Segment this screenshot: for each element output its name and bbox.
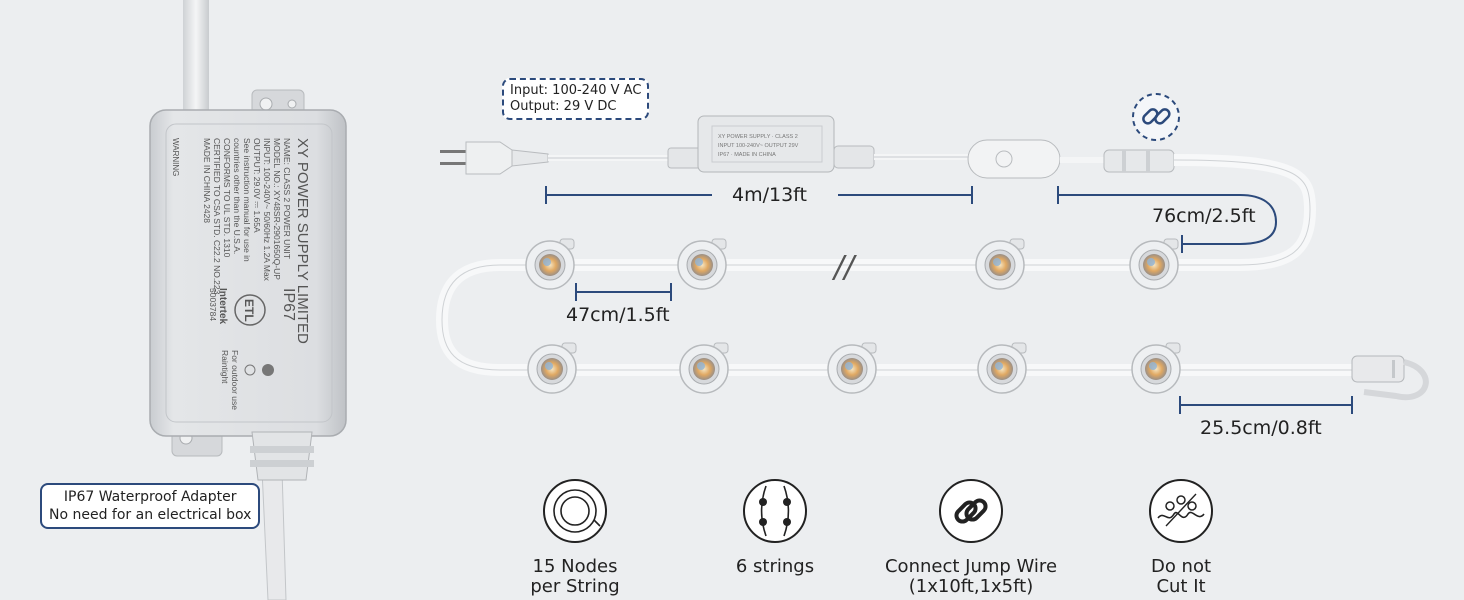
spec-output: Output: 29 V DC (510, 99, 617, 114)
bulb-node (977, 342, 1027, 394)
adapter-body (149, 109, 347, 437)
svg-text:XY POWER SUPPLY · CLASS 2: XY POWER SUPPLY · CLASS 2 (718, 134, 798, 140)
recycle-mark-icon (244, 364, 256, 376)
dim-cord-line (545, 186, 973, 204)
link-icon (939, 479, 1003, 543)
spec-note: Input: 100-240 V AC Output: 29 V DC (502, 78, 650, 120)
dim-lead-label: 76cm/2.5ft (1152, 205, 1256, 227)
adapter-name-line: NAME: CLASS 2 POWER UNIT (282, 138, 292, 259)
bulb-node (1129, 238, 1179, 290)
power-plug (440, 141, 549, 175)
adapter-conforms-line: CONFORMS TO UL STD. 1310 (222, 138, 232, 258)
adapter-see-line: See instruction manual for use in (242, 138, 252, 262)
adapter-made-line: MADE IN CHINA 2428 (202, 138, 212, 223)
adapter-cert-name: Intertek (217, 288, 228, 325)
adapter-brand: XY POWER SUPPLY LIMITED (294, 138, 311, 344)
bulb-node (1131, 342, 1181, 394)
bulb-node (527, 342, 577, 394)
waterproof-note: IP67 Waterproof Adapter No need for an e… (40, 483, 261, 529)
feature-jump-wire-line2: (1x10ft,1x5ft) (908, 576, 1034, 597)
feature-nodes: 15 Nodes per String (500, 478, 650, 597)
svg-text:ETL: ETL (242, 299, 256, 322)
adapter-cable-top (183, 0, 209, 118)
bulb-node (677, 238, 727, 290)
feature-no-cut-line2: Cut It (1156, 576, 1206, 597)
dimension-lines (545, 186, 1353, 414)
svg-text:IP67 · MADE IN CHINA: IP67 · MADE IN CHINA (718, 152, 776, 158)
dim-tail-line (1179, 396, 1353, 414)
vi-mark-icon (262, 364, 274, 376)
adapter-countries-line: countries other than the U.S.A. (232, 138, 242, 254)
no-cut-icon (1149, 479, 1213, 543)
feature-nodes-line1: 15 Nodes (532, 556, 618, 577)
extension-connector (1103, 149, 1175, 173)
dim-lead-line (1057, 186, 1278, 253)
adapter-connector (250, 431, 314, 481)
bulb-node (679, 342, 729, 394)
svg-text:INPUT 100-240V~ OUTPUT 29V: INPUT 100-240V~ OUTPUT 29V (718, 143, 799, 149)
feature-nodes-line2: per String (530, 576, 620, 597)
dim-spacing-label: 47cm/1.5ft (566, 304, 670, 326)
adapter-rating: IP67 (280, 288, 297, 321)
adapter-input-line: INPUT: 100-240V~ 50/60Hz 1.2A Max (262, 138, 272, 282)
adapter-cert-no: 5003784 (208, 288, 218, 321)
adapter-warning: WARNING (171, 138, 180, 176)
adapter-model-line: MODEL NO.: XY48SR-2901650Q-UP (272, 138, 282, 280)
adapter-output-line: OUTPUT: 29.0V ⎓ 1.65A (252, 138, 262, 233)
bulb-group (525, 238, 1181, 394)
bulb-node (975, 238, 1025, 290)
bulb-node (525, 238, 575, 290)
adapter-certified-line: CERTIFIED TO CSA STD. C22.2 NO.223 (212, 138, 222, 295)
etl-mark-icon (234, 294, 266, 326)
adapter-cable-bottom (261, 469, 287, 600)
bulb-node (827, 342, 877, 394)
small-driver: XY POWER SUPPLY · CLASS 2 INPUT 100-240V… (667, 115, 875, 173)
feature-no-cut: Do not Cut It (1106, 478, 1256, 597)
strings-icon (743, 479, 807, 543)
nodes-icon (543, 479, 607, 543)
feature-strings: 6 strings (700, 478, 850, 577)
dim-cord-label: 4m/13ft (732, 184, 807, 206)
spec-input: Input: 100-240 V AC (510, 83, 642, 98)
dim-spacing-line (575, 283, 672, 301)
link-badge-icon (1132, 93, 1180, 141)
adapter-outdoor-line: For outdoor use (230, 350, 240, 410)
waterproof-line1: IP67 Waterproof Adapter (63, 489, 237, 505)
feature-strings-line1: 6 strings (735, 556, 815, 577)
feature-jump-wire-line1: Connect Jump Wire (884, 556, 1058, 577)
feature-no-cut-line1: Do not (1150, 556, 1212, 577)
adapter-printed-label: XY POWER SUPPLY LIMITED NAME: CLASS 2 PO… (171, 138, 311, 410)
waterproof-line2: No need for an electrical box (49, 507, 252, 523)
dim-tail-label: 25.5cm/0.8ft (1200, 417, 1322, 439)
inline-controller (967, 139, 1061, 179)
string-break-mark: // (834, 250, 855, 285)
feature-jump-wire: Connect Jump Wire (1x10ft,1x5ft) (876, 478, 1066, 597)
adapter-rainright: Raintight (220, 350, 230, 384)
end-cap-connector (1351, 355, 1429, 401)
